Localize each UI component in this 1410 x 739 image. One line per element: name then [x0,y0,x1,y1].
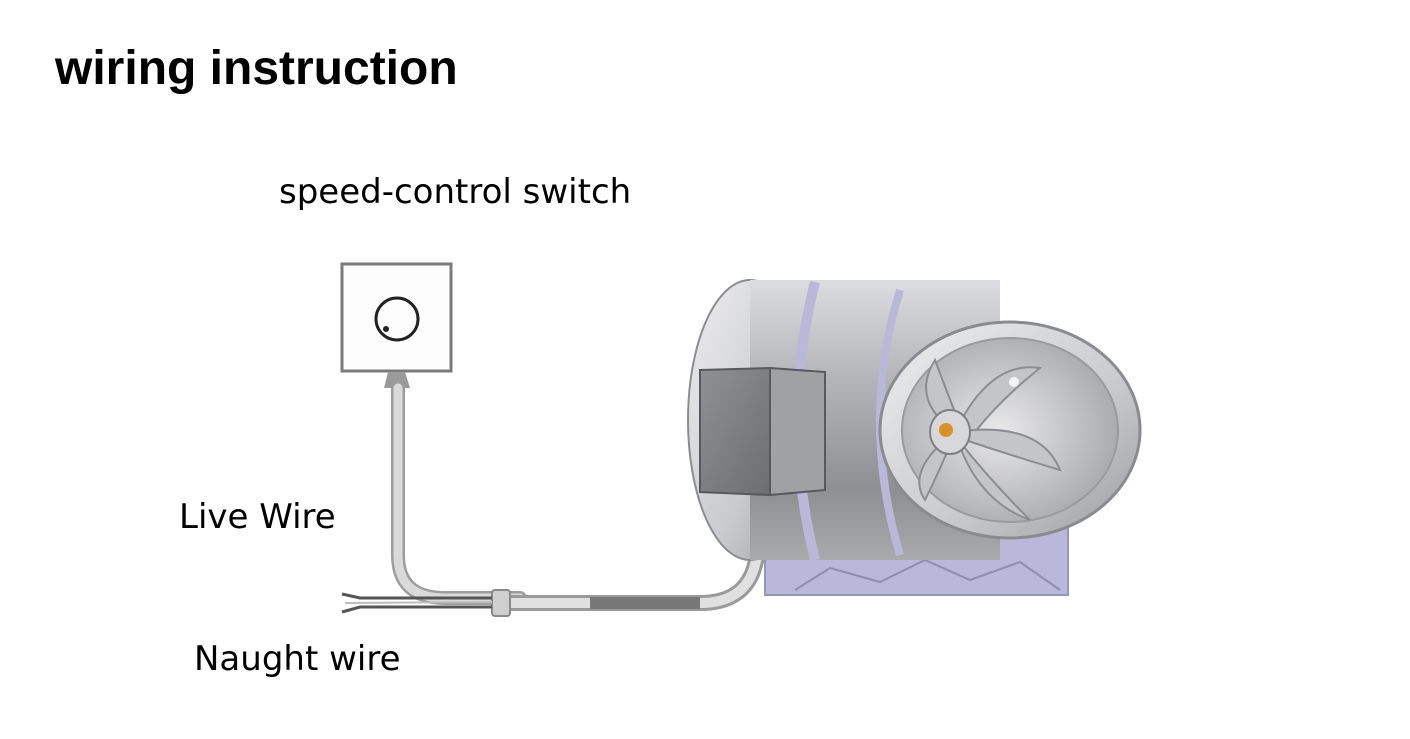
hub-icon [939,423,953,437]
speed-control-switch [340,262,453,388]
naught-wire-label: Naught wire [194,639,401,679]
page-title: wiring instruction [55,42,458,95]
live-wire-cable [391,381,527,605]
inline-duct-fan [687,279,1142,596]
knob-icon [374,296,420,342]
fan-cable [491,497,778,617]
switch-label: speed-control switch [279,172,632,212]
wire-connector [491,589,511,617]
terminal-box [699,366,771,497]
naught-wire-ends [341,592,493,614]
live-wire-label: Live Wire [179,497,336,537]
